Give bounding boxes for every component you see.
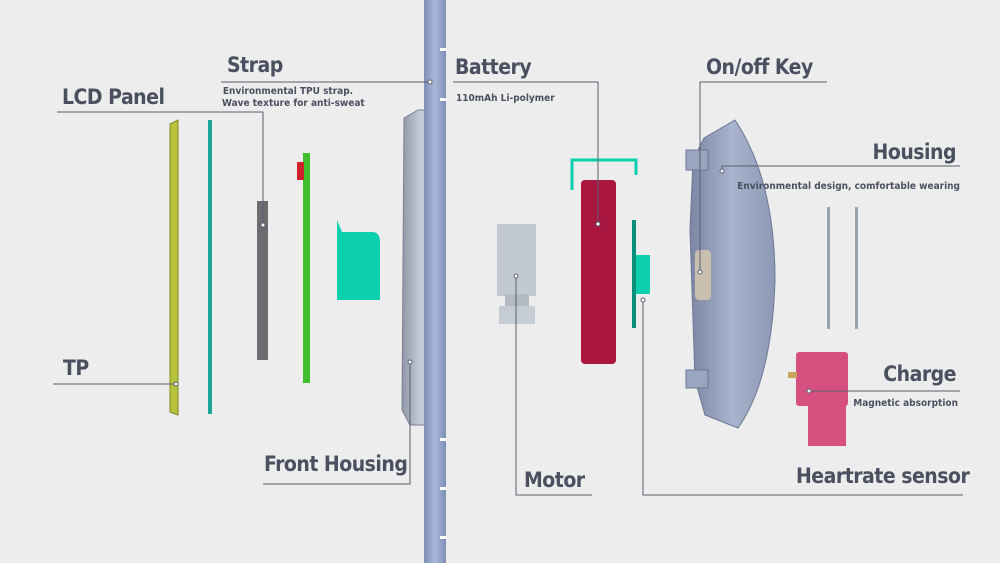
housing-pin <box>855 207 858 329</box>
strap-part <box>424 0 446 563</box>
strap-label: Strap <box>227 53 283 77</box>
battery-description: 110mAh Li-polymer <box>456 93 555 104</box>
onoff-key-label: On/off Key <box>706 55 813 79</box>
battery-bracket <box>570 158 638 190</box>
housing-pin <box>827 207 830 329</box>
teal-component <box>337 220 380 300</box>
strap-desc-line1: Environmental TPU strap. <box>222 86 354 97</box>
charge-description: Magnetic absorption <box>853 398 958 409</box>
charge-label: Charge <box>883 362 956 386</box>
strap-desc-line2: Wave texture for anti-sweat <box>222 98 365 109</box>
strap-description: Environmental TPU strap. Wave texture fo… <box>222 86 365 110</box>
tp-label: TP <box>63 356 89 380</box>
leader-dots <box>173 79 812 394</box>
tp-panel <box>169 119 179 416</box>
lcd-panel <box>208 120 212 414</box>
pcb-board <box>303 153 310 383</box>
heartrate-sensor-label: Heartrate sensor <box>796 464 970 488</box>
battery-part <box>581 180 616 364</box>
charge-part <box>796 352 848 406</box>
pcb-component <box>297 162 304 180</box>
heartrate-part <box>632 220 636 328</box>
housing-description: Environmental design, comfortable wearin… <box>737 181 960 192</box>
front-housing-label: Front Housing <box>264 452 408 476</box>
motor-label: Motor <box>524 468 585 492</box>
housing-part <box>689 119 776 429</box>
battery-label: Battery <box>455 55 532 79</box>
gray-plate <box>257 201 268 360</box>
lcd-panel-label: LCD Panel <box>62 85 165 109</box>
strap-holes <box>440 48 446 539</box>
housing-label: Housing <box>872 140 957 164</box>
